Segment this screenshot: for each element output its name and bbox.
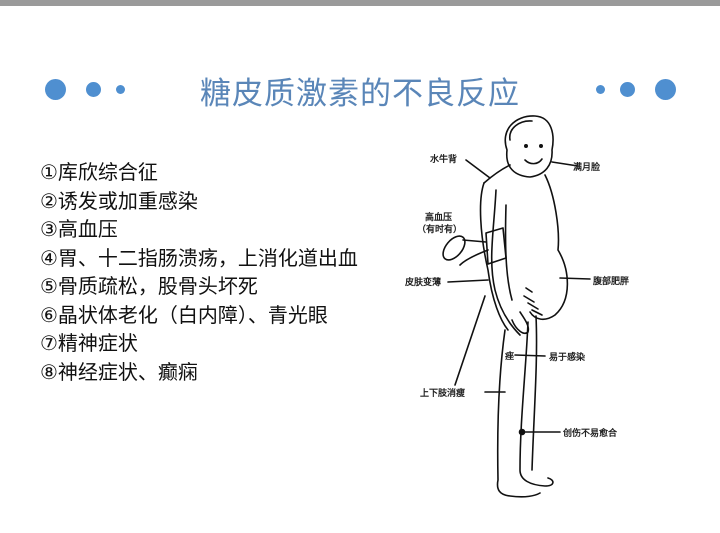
top-bar (0, 0, 720, 6)
list-item: ⑦精神症状 (40, 331, 138, 355)
list-item: ⑥晶状体老化（白内障）、青光眼 (40, 302, 328, 327)
decor-dot-left-small (116, 85, 125, 94)
list-item: ③高血压 (40, 217, 118, 241)
label-hypertension-note: （有时有） (417, 225, 463, 235)
adverse-effects-list: ①库欣综合征 ②诱发或加重感染 ③高血压 ④胃、十二指肠溃疡，上消化道出血 ⑤骨… (40, 158, 358, 386)
list-item: ⑧神经症状、癫痫 (40, 359, 198, 384)
label-hypertension: 高血压 (425, 213, 453, 223)
decor-dot-right-medium (620, 82, 635, 97)
list-item: ②诱发或加重感染 (40, 188, 198, 213)
slide-title: 糖皮质激素的不良反应 (200, 76, 520, 112)
label-wound-healing: 创伤不易愈合 (563, 429, 618, 439)
label-infection: 易于感染 (549, 353, 586, 363)
label-acne: 痤 (505, 352, 515, 362)
label-limb-wasting: 上下肢消瘦 (420, 389, 466, 399)
decor-dot-right-large (655, 79, 676, 100)
list-item: ④胃、十二指肠溃疡，上消化道出血 (40, 245, 358, 270)
decor-dot-left-medium (86, 82, 101, 97)
label-moon-face: 满月脸 (573, 163, 601, 173)
label-abdominal-obesity: 腹部肥胖 (593, 277, 630, 287)
list-item: ①库欣综合征 (40, 160, 158, 184)
label-buffalo-hump: 水牛背 (430, 155, 458, 165)
decor-dot-right-small (596, 85, 605, 94)
cushing-syndrome-illustration: 水牛背 满月脸 高血压 （有时有） 皮肤变薄 腹部肥胖 痤 易于感染 上下肢消瘦… (405, 110, 695, 520)
list-item: ⑤骨质疏松，股骨头坏死 (40, 274, 258, 298)
body-outline-icon (442, 115, 591, 498)
label-skin-thin: 皮肤变薄 (405, 278, 442, 288)
decor-dot-left-large (45, 79, 66, 100)
